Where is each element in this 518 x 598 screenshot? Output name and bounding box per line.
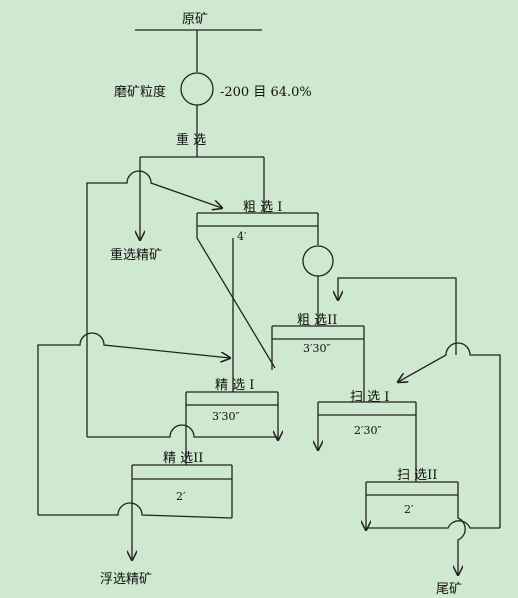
gravity-label: 重 选 [176,133,207,148]
rough1-label: 粗 选 I [243,200,283,215]
scav2-time: 2′ [404,503,414,516]
rough1-time: 4′ [237,230,247,243]
scav2-conc-crossover [366,520,500,529]
clean1-tail-recycle [86,170,222,437]
clean2-tail-recycle [37,332,230,515]
clean2-time: 2′ [176,490,186,503]
conditioning-tank [302,245,334,277]
tailings-arrow [458,482,466,575]
rough2-time: 3′30″ [303,342,331,355]
scav1-time: 2′30″ [354,424,382,437]
rough2-label: 粗 选II [297,313,338,328]
clean1-label: 精 选 I [215,378,255,393]
clean2-tail-crossover [38,502,233,519]
clean1-time: 3′30″ [212,410,240,423]
rough1-cell-wall [196,213,276,369]
scav1-conc-recycle [338,277,457,355]
clean1-tail-crossover [87,424,278,438]
clean2-label: 精 选II [163,451,204,466]
gravity-conc-label: 重选精矿 [110,248,163,263]
grind-size-label: 磨矿粒度 [114,85,167,100]
scav1-label: 扫 选 I [350,390,390,405]
scav2-label: 扫 选II [397,468,438,483]
raw-ore-label: 原矿 [182,12,209,27]
tailings-label: 尾矿 [436,582,463,597]
mesh-value-label: -200 目 64.0% [220,85,312,100]
float-conc-label: 浮选精矿 [100,572,153,587]
grinding-mill [180,72,214,106]
scav2-conc-recycle [398,342,501,528]
